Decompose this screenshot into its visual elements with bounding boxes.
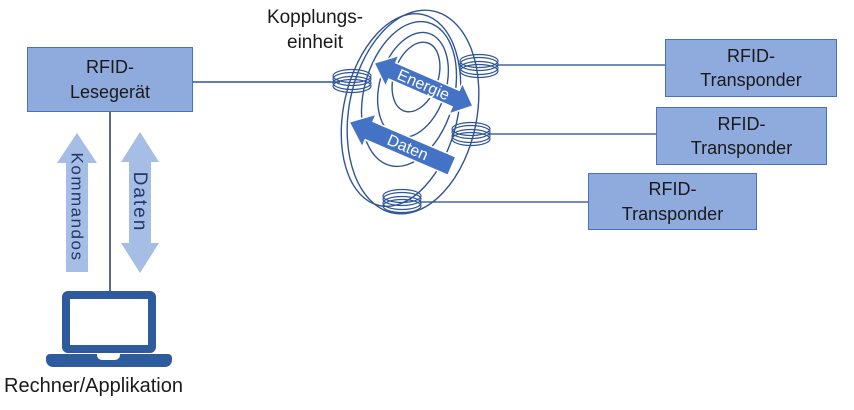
coil-icon-transponder-1 (459, 53, 499, 79)
transponder-3-label-line2: Transponder (621, 203, 724, 224)
daten-vertical-arrow-label: Daten (129, 172, 150, 233)
laptop-base (46, 354, 172, 367)
transponder-2-label-line1: RFID- (717, 113, 766, 134)
laptop-notch (97, 354, 120, 360)
rfid-transponder-box-2: RFID- Transponder (656, 107, 827, 165)
rfid-reader-label-line1: RFID- (86, 57, 134, 78)
transponder-2-label-line2: Transponder (690, 138, 793, 158)
coil-icon-transponder-2 (451, 121, 491, 147)
rfid-reader-box: RFID- Lesegerät (27, 47, 193, 112)
coupling-unit-label: Kopplungs- einheit (240, 6, 390, 55)
computer-label: Rechner/Applikation (4, 375, 183, 397)
rfid-transponder-box-1: RFID- Transponder (665, 39, 837, 97)
rfid-reader-label-line2: Lesegerät (69, 81, 151, 102)
coil-icon-transponder-3 (382, 188, 422, 214)
transponder-1-label-line2: Transponder (700, 70, 802, 90)
kommandos-arrow-label: Kommandos (68, 153, 87, 262)
rfid-transponder-box-3: RFID- Transponder (588, 173, 757, 230)
energie-arrow-label: Energie (394, 67, 451, 105)
coupling-unit-label-line1: Kopplungs- (266, 7, 364, 28)
daten-vertical-arrow: Daten (121, 132, 159, 273)
kommandos-arrow: Kommandos (57, 133, 97, 272)
daten-field-arrow: Daten (347, 112, 457, 177)
energie-arrow: Energie (372, 54, 475, 116)
coupling-unit-label-line2: einheit (287, 31, 343, 53)
coil-icon-reader (332, 68, 372, 94)
transponder-3-label-line1: RFID- (648, 179, 697, 200)
laptop-screen (62, 291, 156, 353)
transponder-1-label-line1: RFID- (727, 45, 775, 66)
